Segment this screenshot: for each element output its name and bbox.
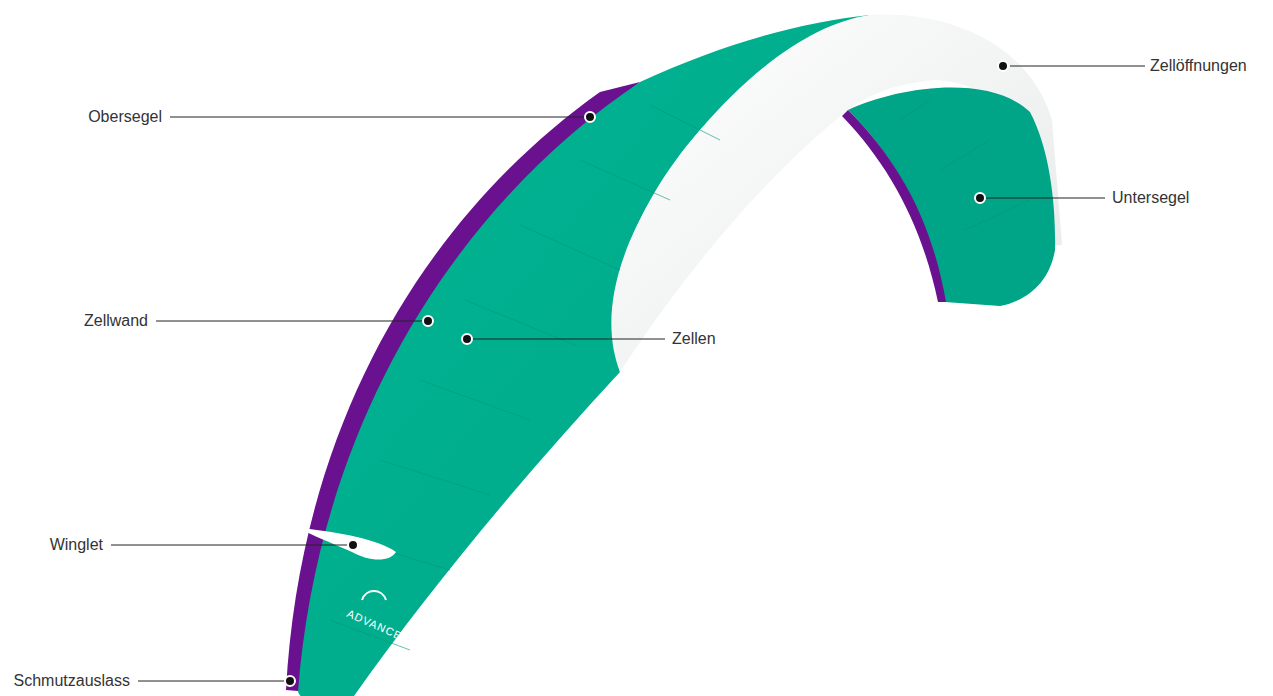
part-label: Zellen <box>672 329 716 349</box>
part-label: Zellwand <box>84 311 148 331</box>
part-label: Zellöffnungen <box>1150 56 1247 76</box>
part-label: Schmutzauslass <box>14 671 131 691</box>
lower-surface-right <box>848 88 1055 306</box>
part-label: Obersegel <box>88 107 162 127</box>
leader-lines <box>111 66 1145 681</box>
cell-wall-band-right <box>842 110 946 302</box>
part-label: Winglet <box>50 535 103 555</box>
winglet <box>300 528 396 560</box>
rib-lines <box>330 100 1030 650</box>
callout-dots <box>285 61 1008 686</box>
logo-symbol <box>362 591 386 600</box>
upper-surface-white <box>611 15 1062 372</box>
part-label: Untersegel <box>1112 188 1189 208</box>
brand-logo: ADVANCE <box>345 607 405 643</box>
